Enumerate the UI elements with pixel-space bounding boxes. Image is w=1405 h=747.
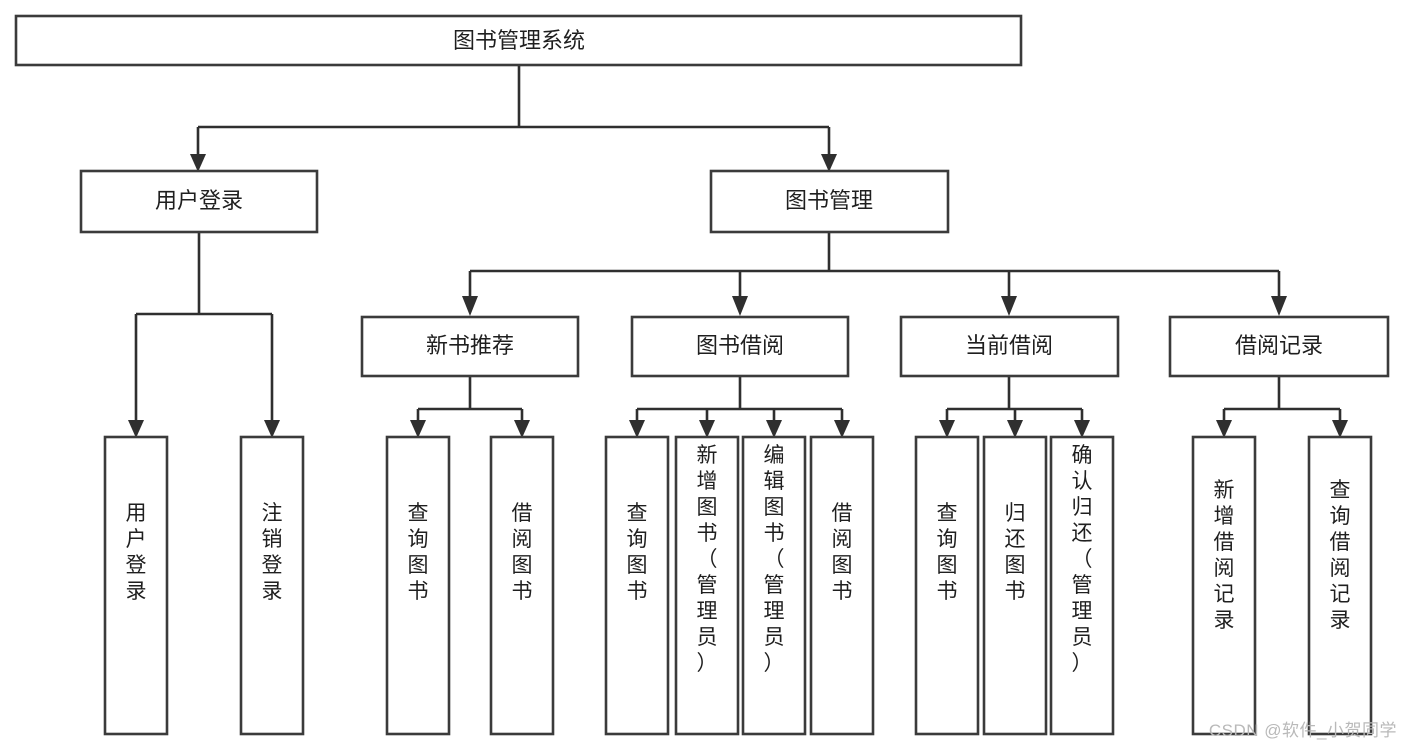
arrow-to-current-borrow xyxy=(1001,296,1017,316)
arrow-to-leaf-12 xyxy=(1216,420,1232,438)
node-leaf-logout-box[interactable] xyxy=(239,435,305,736)
arrow-to-leaf-6 xyxy=(699,420,715,438)
node-leaf-add-borrow-record-box[interactable] xyxy=(1191,435,1257,736)
node-leaf-query-borrow-record-label: 查询借阅记录 xyxy=(1330,479,1351,632)
node-leaf-query-book-3-box[interactable] xyxy=(914,435,980,736)
node-book-borrow[interactable]: 图书借阅 xyxy=(630,315,850,378)
node-leaf-user-login[interactable]: 用户登录 xyxy=(103,435,169,736)
node-leaf-query-book-1[interactable]: 查询图书 xyxy=(385,435,451,736)
connector-bookmgmt-bus xyxy=(468,233,1281,300)
arrow-to-leaf-11 xyxy=(1074,420,1090,438)
node-leaf-query-book-3[interactable]: 查询图书 xyxy=(914,435,980,736)
node-user-login[interactable]: 用户登录 xyxy=(79,169,319,234)
arrow-to-book-management xyxy=(821,154,837,172)
node-leaf-return-book-label: 归还图书 xyxy=(1005,502,1026,603)
node-leaf-edit-book-label: 编辑图书（管理员） xyxy=(764,444,785,675)
node-leaf-return-book[interactable]: 归还图书 xyxy=(982,435,1048,736)
node-leaf-add-book[interactable]: 新增图书（管理员） xyxy=(674,435,740,736)
node-borrow-records-box[interactable] xyxy=(1168,315,1390,378)
arrow-to-leaf-5 xyxy=(629,420,645,438)
node-book-management-box[interactable] xyxy=(709,169,950,234)
node-leaf-return-book-box[interactable] xyxy=(982,435,1048,736)
node-current-borrow-box[interactable] xyxy=(899,315,1120,378)
connector-borrow-bus xyxy=(635,377,844,424)
connector-login-bus xyxy=(134,233,274,424)
node-leaf-logout[interactable]: 注销登录 xyxy=(239,435,305,736)
node-leaf-borrow-book-1[interactable]: 借阅图书 xyxy=(489,435,555,736)
connector-root-bus xyxy=(196,66,831,158)
node-leaf-logout-label: 注销登录 xyxy=(262,502,283,603)
arrow-to-leaf-4 xyxy=(514,420,530,438)
arrow-to-leaf-8 xyxy=(834,420,850,438)
node-leaf-confirm-return-box[interactable] xyxy=(1049,435,1115,736)
node-leaf-add-book-box[interactable] xyxy=(674,435,740,736)
node-borrow-records-label: 借阅记录 xyxy=(1235,333,1323,358)
node-new-book-recommend-label: 新书推荐 xyxy=(426,333,514,358)
node-leaf-query-borrow-record-box[interactable] xyxy=(1307,435,1373,736)
node-leaf-borrow-book-2[interactable]: 借阅图书 xyxy=(809,435,875,736)
node-leaf-add-borrow-record-label: 新增借阅记录 xyxy=(1214,479,1235,632)
node-leaf-add-borrow-record[interactable]: 新增借阅记录 xyxy=(1191,435,1257,736)
node-current-borrow-label: 当前借阅 xyxy=(965,333,1053,358)
arrow-to-leaf-7 xyxy=(766,420,782,438)
node-leaf-query-book-3-label: 查询图书 xyxy=(937,502,958,603)
node-leaf-query-book-2[interactable]: 查询图书 xyxy=(604,435,670,736)
node-root-label: 图书管理系统 xyxy=(453,28,585,53)
node-leaf-query-borrow-record[interactable]: 查询借阅记录 xyxy=(1307,435,1373,736)
node-user-login-box[interactable] xyxy=(79,169,319,234)
node-leaf-query-book-1-box[interactable] xyxy=(385,435,451,736)
node-book-borrow-box[interactable] xyxy=(630,315,850,378)
arrow-to-leaf-3 xyxy=(410,420,426,438)
node-current-borrow[interactable]: 当前借阅 xyxy=(899,315,1120,378)
node-new-book-recommend-box[interactable] xyxy=(360,315,580,378)
arrow-to-leaf-2 xyxy=(264,420,280,438)
node-root-box[interactable] xyxy=(14,14,1023,67)
arrow-to-borrow-records xyxy=(1271,296,1287,316)
node-leaf-confirm-return-label: 确认归还（管理员） xyxy=(1072,444,1093,675)
connector-current-bus xyxy=(945,377,1084,424)
connector-layer xyxy=(128,66,1348,438)
node-leaf-edit-book-box[interactable] xyxy=(741,435,807,736)
arrow-to-new-book xyxy=(462,296,478,316)
node-leaf-borrow-book-1-box[interactable] xyxy=(489,435,555,736)
connector-newbook-bus xyxy=(416,377,524,424)
connector-records-bus xyxy=(1222,377,1342,424)
node-book-management[interactable]: 图书管理 xyxy=(709,169,950,234)
node-leaf-borrow-book-2-label: 借阅图书 xyxy=(832,502,853,603)
arrow-to-user-login xyxy=(190,154,206,172)
node-leaf-user-login-label: 用户登录 xyxy=(126,502,147,603)
arrow-to-leaf-13 xyxy=(1332,420,1348,438)
node-leaf-add-book-label: 新增图书（管理员） xyxy=(697,444,718,675)
node-borrow-records[interactable]: 借阅记录 xyxy=(1168,315,1390,378)
node-book-management-label: 图书管理 xyxy=(785,188,873,213)
node-leaf-edit-book[interactable]: 编辑图书（管理员） xyxy=(741,435,807,736)
node-leaf-query-book-2-label: 查询图书 xyxy=(627,502,648,603)
node-root[interactable]: 图书管理系统 xyxy=(14,14,1023,67)
node-leaf-user-login-box[interactable] xyxy=(103,435,169,736)
arrow-to-book-borrow xyxy=(732,296,748,316)
node-user-login-label: 用户登录 xyxy=(155,188,243,213)
node-leaf-borrow-book-1-label: 借阅图书 xyxy=(512,502,533,603)
node-new-book-recommend[interactable]: 新书推荐 xyxy=(360,315,580,378)
node-leaf-query-book-2-box[interactable] xyxy=(604,435,670,736)
node-leaf-borrow-book-2-box[interactable] xyxy=(809,435,875,736)
arrow-to-leaf-1 xyxy=(128,420,144,438)
leaf-nodes-layer: 用户登录 注销登录 查询图书 借阅图书 查询图书 新增图书（管理员） 编辑图书（… xyxy=(103,435,1373,736)
node-leaf-query-book-1-label: 查询图书 xyxy=(408,502,429,603)
arrow-to-leaf-10 xyxy=(1007,420,1023,438)
node-book-borrow-label: 图书借阅 xyxy=(696,333,784,358)
arrow-to-leaf-9 xyxy=(939,420,955,438)
node-leaf-confirm-return[interactable]: 确认归还（管理员） xyxy=(1049,435,1115,736)
